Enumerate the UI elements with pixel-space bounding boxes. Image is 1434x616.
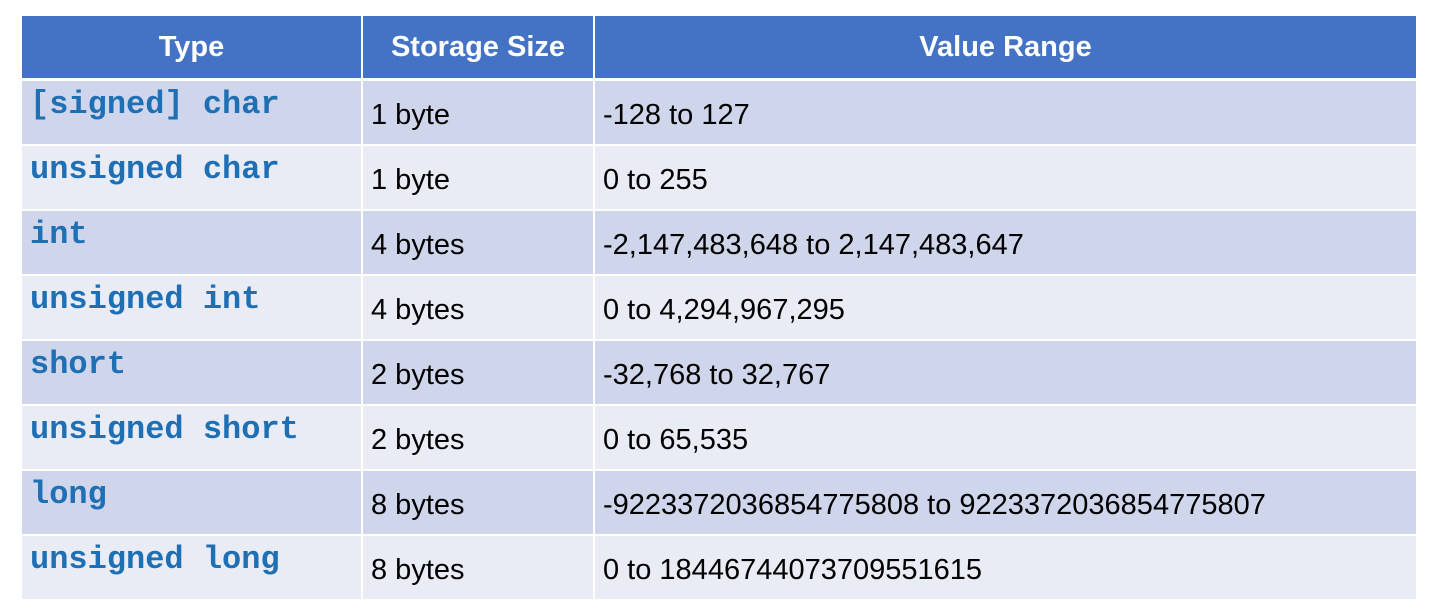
type-cell: unsigned int xyxy=(22,275,363,341)
type-cell: unsigned char xyxy=(22,145,363,211)
range-value: 0 to 65,535 xyxy=(603,424,749,456)
data-types-table: Type Storage Size Value Range [signed] c… xyxy=(22,16,1416,601)
type-label: short xyxy=(30,346,127,383)
type-label: unsigned short xyxy=(30,411,299,448)
range-value: -9223372036854775808 to 9223372036854775… xyxy=(603,489,1266,521)
table-row: unsigned long 8 bytes 0 to 1844674407370… xyxy=(22,535,1416,601)
range-cell: -32,768 to 32,767 xyxy=(594,340,1416,406)
size-cell: 1 byte xyxy=(362,79,595,146)
type-cell: unsigned short xyxy=(22,405,363,471)
range-cell: 0 to 65,535 xyxy=(594,405,1416,471)
size-cell: 2 bytes xyxy=(362,405,595,471)
size-value: 8 bytes xyxy=(371,554,465,586)
range-value: 0 to 255 xyxy=(603,164,708,196)
table-row: long 8 bytes -9223372036854775808 to 922… xyxy=(22,470,1416,536)
header-row: Type Storage Size Value Range xyxy=(22,16,1416,81)
range-cell: 0 to 255 xyxy=(594,145,1416,211)
type-label: long xyxy=(30,476,107,513)
size-value: 4 bytes xyxy=(371,229,465,261)
range-cell: 0 to 18446744073709551615 xyxy=(594,535,1416,601)
range-cell: -9223372036854775808 to 9223372036854775… xyxy=(594,470,1416,536)
type-label: int xyxy=(30,216,88,253)
range-value: 0 to 18446744073709551615 xyxy=(603,554,982,586)
size-cell: 1 byte xyxy=(362,145,595,211)
range-cell: -2,147,483,648 to 2,147,483,647 xyxy=(594,210,1416,276)
table-row: [signed] char 1 byte -128 to 127 xyxy=(22,79,1416,146)
size-value: 2 bytes xyxy=(371,359,465,391)
size-cell: 8 bytes xyxy=(362,470,595,536)
table-row: unsigned short 2 bytes 0 to 65,535 xyxy=(22,405,1416,471)
type-label: unsigned int xyxy=(30,281,261,318)
range-value: -32,768 to 32,767 xyxy=(603,359,831,391)
range-value: -128 to 127 xyxy=(603,99,750,131)
type-cell: unsigned long xyxy=(22,535,363,601)
type-cell: short xyxy=(22,340,363,406)
table-row: unsigned int 4 bytes 0 to 4,294,967,295 xyxy=(22,275,1416,341)
header-value-range: Value Range xyxy=(594,16,1416,81)
size-value: 4 bytes xyxy=(371,294,465,326)
type-label: unsigned char xyxy=(30,151,280,188)
range-cell: -128 to 127 xyxy=(594,79,1416,146)
type-cell: [signed] char xyxy=(22,79,363,146)
header-type: Type xyxy=(22,16,363,81)
size-cell: 2 bytes xyxy=(362,340,595,406)
range-cell: 0 to 4,294,967,295 xyxy=(594,275,1416,341)
table-row: short 2 bytes -32,768 to 32,767 xyxy=(22,340,1416,406)
size-value: 1 byte xyxy=(371,164,450,196)
type-label: unsigned long xyxy=(30,541,280,578)
type-label: [signed] char xyxy=(30,86,280,123)
header-storage-size: Storage Size xyxy=(362,16,595,81)
range-value: 0 to 4,294,967,295 xyxy=(603,294,845,326)
size-cell: 8 bytes xyxy=(362,535,595,601)
size-cell: 4 bytes xyxy=(362,275,595,341)
type-cell: int xyxy=(22,210,363,276)
size-value: 2 bytes xyxy=(371,424,465,456)
range-value: -2,147,483,648 to 2,147,483,647 xyxy=(603,229,1024,261)
table-row: int 4 bytes -2,147,483,648 to 2,147,483,… xyxy=(22,210,1416,276)
size-value: 1 byte xyxy=(371,99,450,131)
type-cell: long xyxy=(22,470,363,536)
table-row: unsigned char 1 byte 0 to 255 xyxy=(22,145,1416,211)
size-cell: 4 bytes xyxy=(362,210,595,276)
size-value: 8 bytes xyxy=(371,489,465,521)
